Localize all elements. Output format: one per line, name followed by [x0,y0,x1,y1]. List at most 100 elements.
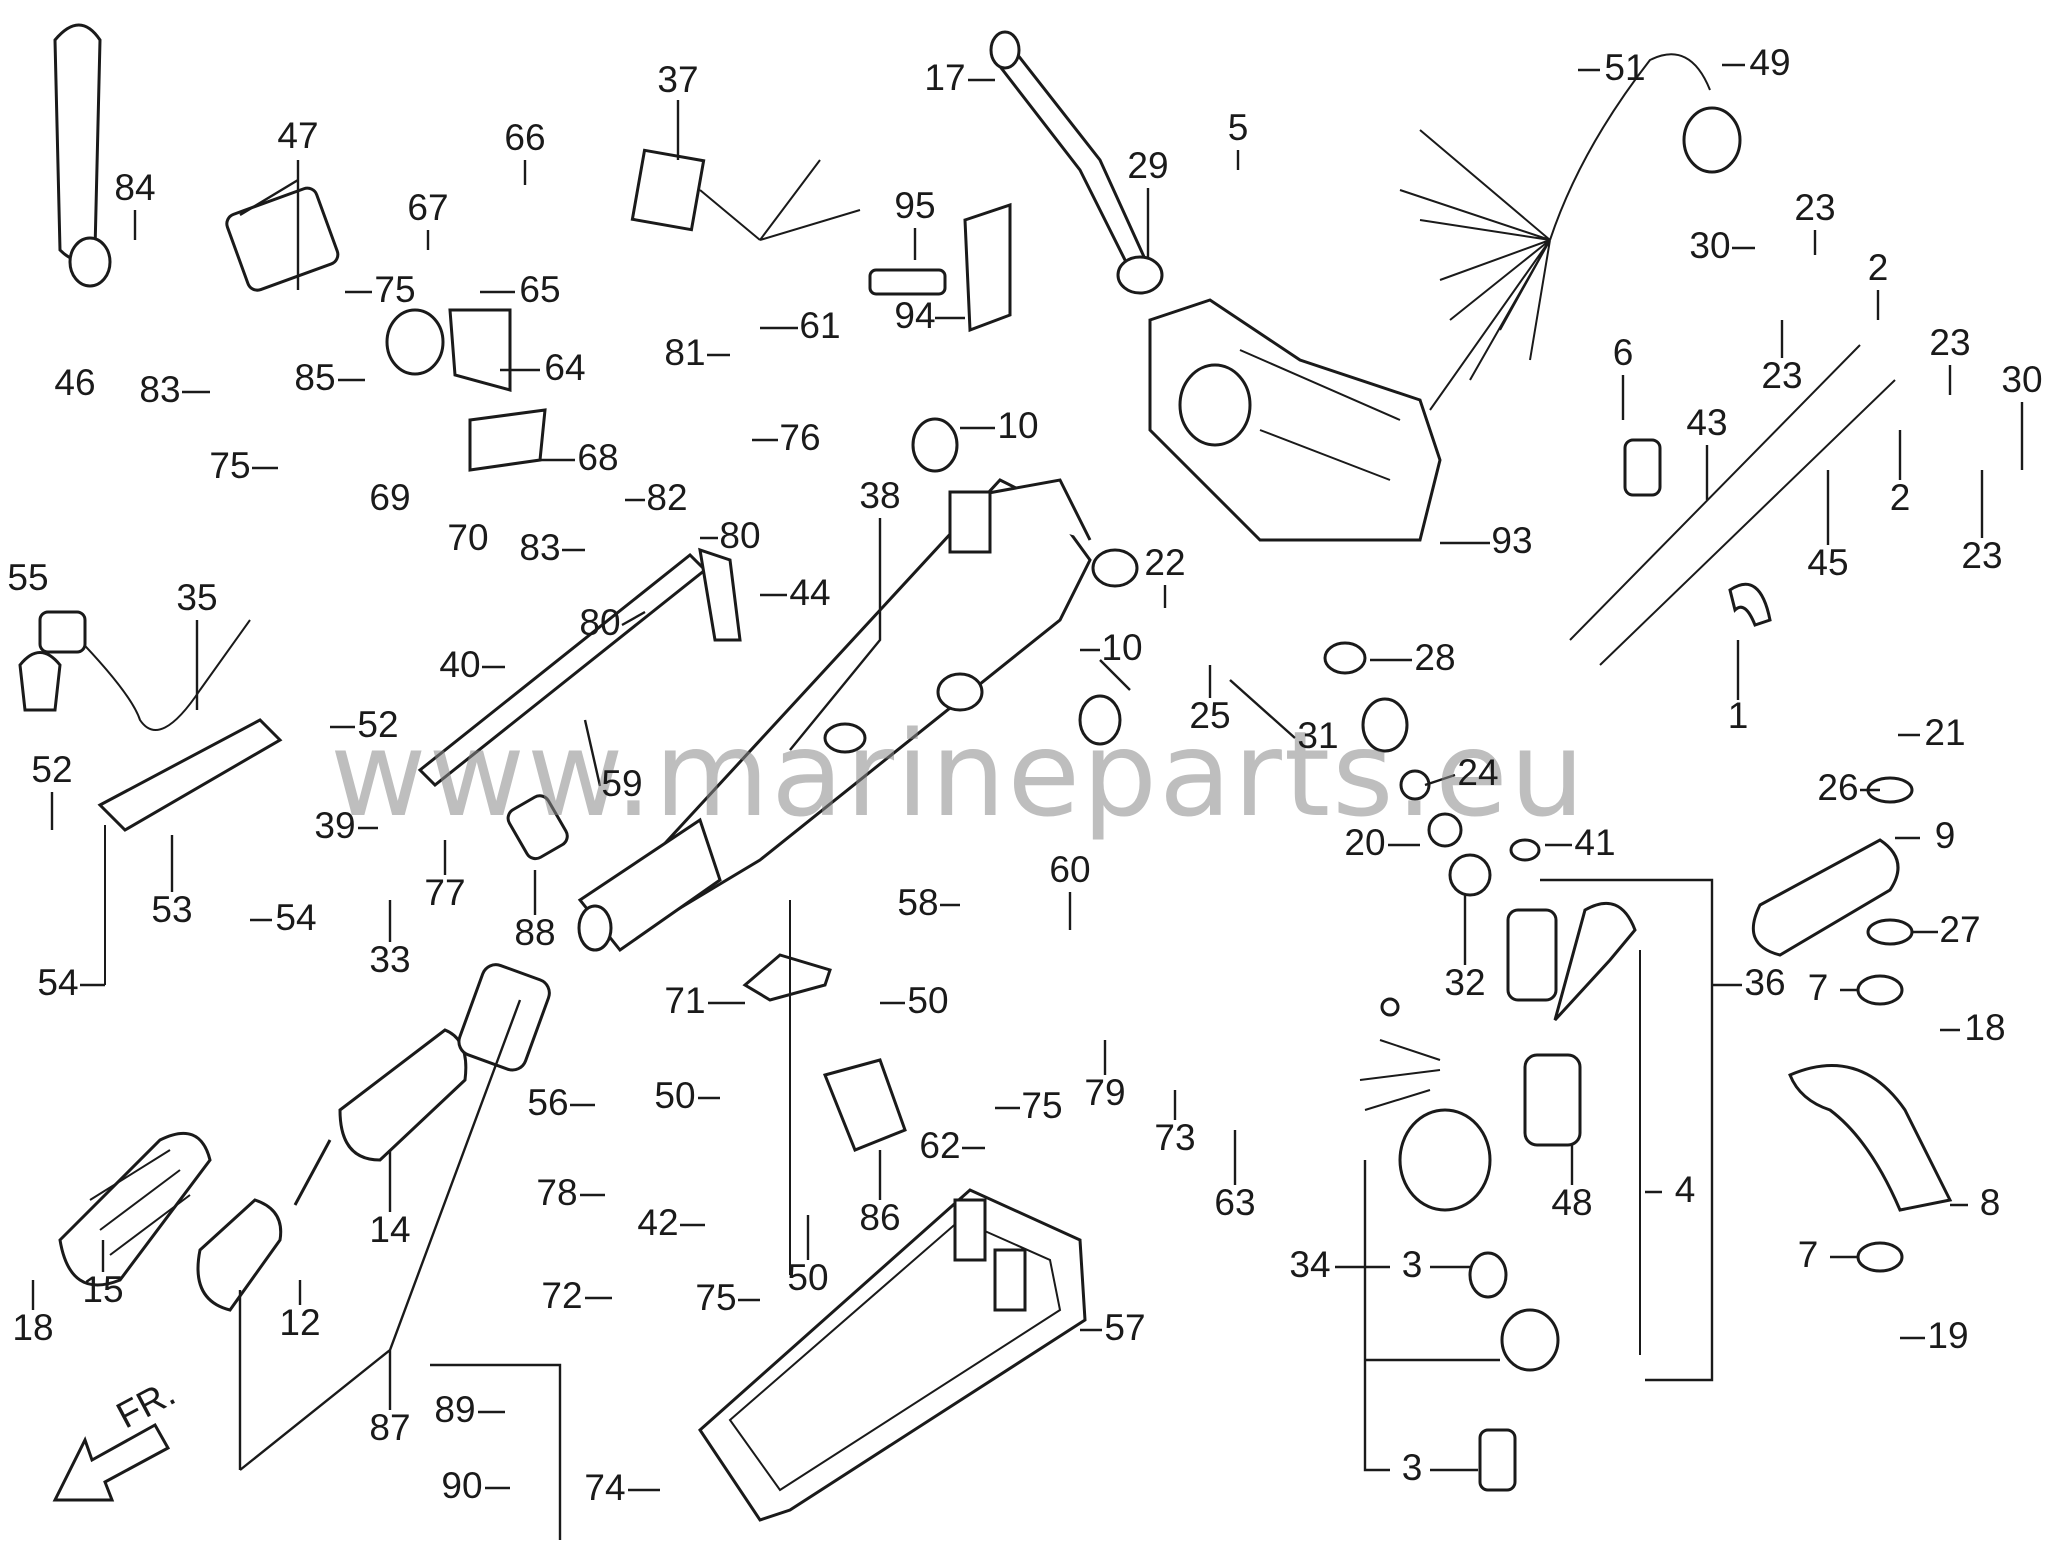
wiring-harness [1399,53,1742,411]
part-callout-44: 44 [789,572,830,613]
part-callout-83: 83 [519,527,560,568]
shift-lever [53,23,547,472]
part-callout-18: 18 [12,1307,53,1348]
part-callout-56: 56 [527,1082,568,1123]
tiller-arm [577,478,1092,953]
part-callout-18: 18 [1964,1007,2005,1048]
part-callout-88: 88 [514,912,555,953]
part-callout-62: 62 [919,1125,960,1166]
part-callout-90: 90 [441,1465,482,1506]
part-callout-95: 95 [894,185,935,226]
part-callout-30: 30 [2001,359,2042,400]
part-callout-40: 40 [439,644,480,685]
part-callout-43: 43 [1686,402,1727,443]
part-callout-82: 82 [646,477,687,518]
part-callout-55: 55 [7,557,48,598]
part-callout-31: 31 [1297,715,1338,756]
part-callout-54: 54 [275,897,316,938]
part-callout-87: 87 [369,1407,410,1448]
part-callout-26: 26 [1817,767,1858,808]
part-callout-19: 19 [1927,1315,1968,1356]
part-callout-32: 32 [1444,962,1485,1003]
part-callout-80: 80 [719,515,760,556]
part-callout-23: 23 [1761,355,1802,396]
front-arrow: FR. [52,1372,182,1502]
part-callout-83: 83 [139,369,180,410]
part-callout-23: 23 [1929,322,1970,363]
part-callout-78: 78 [536,1172,577,1213]
part-callout-94: 94 [894,295,935,336]
friction-knob [506,794,569,861]
part-callout-35: 35 [176,577,217,618]
part-callout-80: 80 [579,602,620,643]
part-callout-75: 75 [1021,1085,1062,1126]
part-callout-50: 50 [907,980,948,1021]
part-callout-72: 72 [541,1275,582,1316]
part-callout-70: 70 [447,517,488,558]
part-callout-68: 68 [577,437,618,478]
part-callout-34: 34 [1289,1244,1330,1285]
throttle-grip [58,963,551,1312]
rod-59 [417,547,742,788]
hose-86 [822,1058,907,1152]
part-callout-52: 52 [31,749,72,790]
control-cables [1569,344,1896,666]
part-callout-5: 5 [1228,107,1249,148]
part-callout-75: 75 [374,269,415,310]
part-callout-81: 81 [664,332,705,373]
cable-harness-left [18,610,251,731]
part-callout-24: 24 [1457,752,1498,793]
washers [911,417,1914,1273]
part-callout-57: 57 [1104,1307,1145,1348]
part-callout-63: 63 [1214,1182,1255,1223]
leader-lines [31,63,2024,1540]
part-callout-33: 33 [369,939,410,980]
part-callout-50: 50 [654,1075,695,1116]
part-callout-15: 15 [82,1269,123,1310]
part-callout-49: 49 [1749,42,1790,83]
part-callout-89: 89 [434,1389,475,1430]
part-callout-51: 51 [1604,47,1645,88]
part-callout-29: 29 [1127,145,1168,186]
part-callout-79: 79 [1084,1072,1125,1113]
part-callout-21: 21 [1924,712,1965,753]
part-callout-59: 59 [601,763,642,804]
part-callout-74: 74 [584,1467,625,1508]
friction-bolt [989,30,1164,295]
part-callout-27: 27 [1939,909,1980,950]
watermark: www.marineparts.eu [330,705,1587,843]
key-switch [1359,1039,1560,1492]
part-callout-69: 69 [369,477,410,518]
part-callout-4: 4 [1675,1169,1696,1210]
part-callout-23: 23 [1794,187,1835,228]
part-callout-37: 37 [657,59,698,100]
part-callout-2: 2 [1890,477,1911,518]
part-callout-14: 14 [369,1209,410,1250]
part-callout-7: 7 [1808,967,1829,1008]
part-callout-75: 75 [695,1277,736,1318]
part-callout-47: 47 [277,115,318,156]
tiller-cover [1148,298,1442,542]
part-callout-45: 45 [1807,542,1848,583]
part-callout-52: 52 [357,704,398,745]
part-callout-3: 3 [1402,1244,1423,1285]
part-callout-71: 71 [664,980,705,1021]
part-callout-10: 10 [997,405,1038,446]
part-callout-36: 36 [1744,962,1785,1003]
part-callout-10: 10 [1101,627,1142,668]
part-callout-86: 86 [859,1197,900,1238]
part-callout-84: 84 [114,167,155,208]
part-callout-60: 60 [1049,849,1090,890]
part-callout-3: 3 [1402,1447,1423,1488]
part-callout-2: 2 [1868,247,1889,288]
lower-cover [698,1188,1087,1522]
part-callout-48: 48 [1551,1182,1592,1223]
wire-connectors [630,148,1012,333]
part-callout-30: 30 [1689,225,1730,266]
part-callout-65: 65 [519,269,560,310]
plate-assembly [1751,838,1953,1212]
part-callout-73: 73 [1154,1117,1195,1158]
part-callout-12: 12 [279,1302,320,1343]
